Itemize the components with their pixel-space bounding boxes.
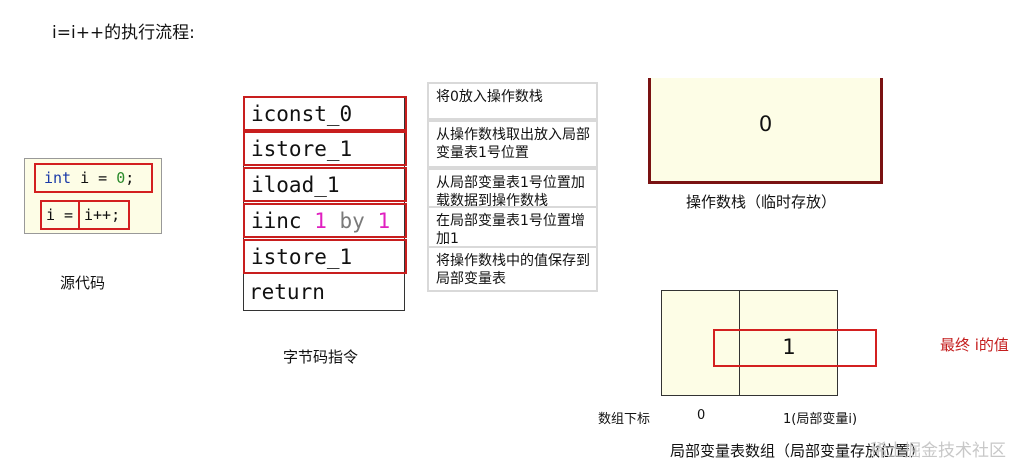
page-title: i=i++的执行流程: bbox=[52, 23, 195, 43]
operand-stack-label: 操作数栈（临时存放） bbox=[686, 193, 837, 211]
description-item: 将0放入操作数栈 bbox=[427, 82, 598, 120]
description-item: 从操作数栈取出放入局部变量表1号位置 bbox=[427, 120, 598, 168]
final-value-label: 最终 i的值 bbox=[940, 336, 1009, 354]
source-code-label: 源代码 bbox=[60, 274, 106, 292]
watermark: 稀土掘金技术社区 bbox=[870, 441, 1006, 461]
local-variable-table-label: 局部变量表数组（局部变量存放位置） bbox=[670, 442, 926, 460]
index-1: 1(局部变量i) bbox=[783, 412, 858, 427]
source-code-box bbox=[24, 158, 162, 234]
index-0: 0 bbox=[697, 408, 706, 423]
bytecode-row: iload_1 bbox=[243, 167, 407, 202]
code-mid: i = bbox=[71, 169, 117, 187]
bytecode-label: 字节码指令 bbox=[283, 348, 359, 366]
iinc-op: iinc bbox=[251, 209, 315, 233]
code-semicolon: ; bbox=[125, 169, 135, 187]
final-value-highlight bbox=[713, 329, 877, 367]
iinc-by: by bbox=[326, 209, 378, 233]
code-number: 0 bbox=[116, 169, 126, 187]
table-divider bbox=[739, 290, 740, 396]
source-line-1: int i = 0; bbox=[34, 163, 153, 193]
operand-stack-value: 0 bbox=[758, 112, 773, 136]
bytecode-row: iconst_0 bbox=[243, 96, 407, 131]
keyword-int: int bbox=[44, 169, 72, 187]
bytecode-row: istore_1 bbox=[243, 239, 407, 274]
description-item: 将操作数栈中的值保存到局部变量表 bbox=[427, 246, 598, 292]
operand-stack bbox=[648, 78, 883, 184]
index-label: 数组下标 bbox=[598, 412, 651, 427]
description-item: 从局部变量表1号位置加载数据到操作数栈 bbox=[427, 168, 598, 210]
source-line-2-right: i++; bbox=[78, 200, 130, 230]
source-line-2-left: i = bbox=[40, 200, 80, 230]
description-item: 在局部变量表1号位置增加1 bbox=[427, 206, 598, 250]
bytecode-row: istore_1 bbox=[243, 131, 407, 166]
local-variable-value: 1 bbox=[782, 335, 796, 359]
iinc-index: 1 bbox=[314, 209, 327, 233]
bytecode-row: return bbox=[249, 280, 325, 304]
iinc-amount: 1 bbox=[377, 209, 391, 233]
local-variable-table bbox=[661, 290, 838, 396]
bytecode-row: iinc 1 by 1 bbox=[243, 203, 407, 238]
